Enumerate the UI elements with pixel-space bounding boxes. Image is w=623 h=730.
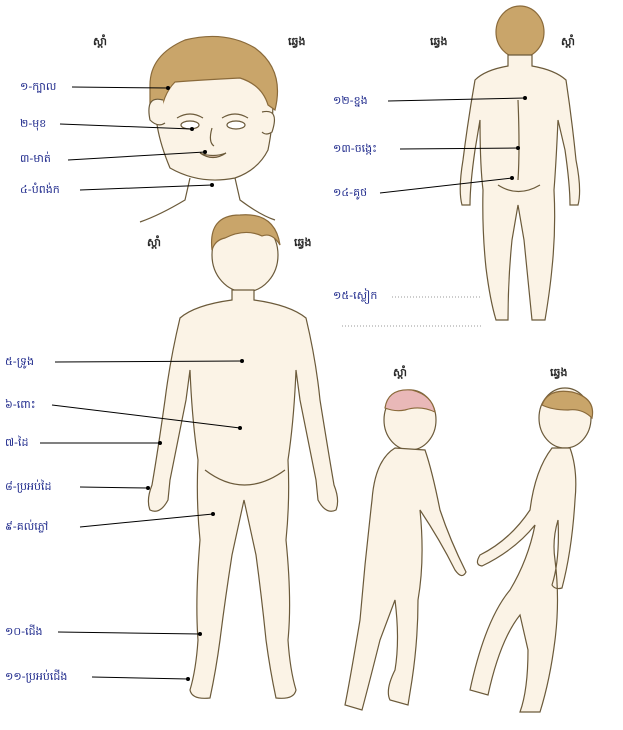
part-label-arm: ៧-ដៃ	[5, 436, 28, 449]
side-label-left-back: ឆ្វេង	[430, 35, 447, 51]
head-figure	[140, 36, 278, 222]
part-label-leg: ១០-ជើង	[5, 625, 43, 638]
side-label-right-head: ស្ដាំ	[93, 35, 107, 51]
part-label-15: ១៥-ស្លៀក	[333, 289, 377, 302]
part-label-face: ២-មុខ	[20, 117, 46, 130]
part-label-chest: ៥-ទ្រូង	[5, 355, 34, 368]
part-label-mouth: ៣-មាត់	[20, 152, 51, 165]
side-label-left-head: ឆ្វេង	[288, 35, 305, 51]
side-label-left-front: ឆ្វេង	[294, 236, 311, 252]
side-figure-right	[345, 390, 466, 710]
part-label-buttocks: ១៤-គូថ	[333, 186, 367, 199]
side-label-right-front: ស្ដាំ	[147, 236, 161, 252]
part-label-belly: ៦-ពោះ	[5, 398, 36, 411]
side-label-right-side: ស្ដាំ	[393, 366, 407, 382]
part-label-head: ១-ក្បាល	[20, 80, 56, 93]
part-label-hand: ៨-ប្រអប់ដៃ	[5, 480, 51, 493]
front-figure	[148, 215, 337, 699]
side-label-right-back: ស្ដាំ	[561, 35, 575, 51]
part-label-foot: ១១-ប្រអប់ជើង	[5, 670, 67, 683]
side-figure-left	[470, 388, 593, 712]
part-label-back: ១២-ខ្នង	[333, 94, 368, 107]
part-label-neck: ៤-បំពង់ក	[20, 183, 60, 196]
part-label-thigh: ៩-គល់ភ្លៅ	[5, 520, 48, 533]
part-label-waist: ១៣-ចង្កេះ	[333, 142, 377, 155]
back-figure	[460, 6, 579, 320]
side-label-left-side: ឆ្វេង	[550, 366, 567, 382]
